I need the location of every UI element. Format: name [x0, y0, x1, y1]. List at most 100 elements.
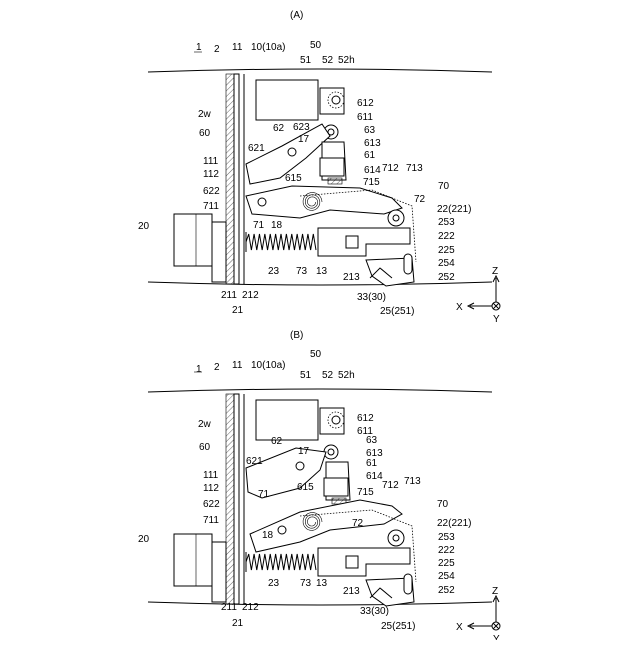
label-n622: 622	[203, 499, 220, 510]
label-n11: 11	[232, 42, 243, 53]
label-n11: 11	[232, 360, 243, 371]
label-n711: 711	[203, 201, 219, 212]
label-n63: 63	[366, 435, 378, 446]
rotor-22	[388, 210, 404, 226]
label-n10: 10(10a)	[251, 42, 285, 53]
axis-z-label: Z	[492, 586, 498, 597]
label-n1: 1	[196, 42, 202, 53]
label-n112: 112	[203, 483, 219, 494]
label-n73: 73	[300, 578, 312, 589]
label-n614: 614	[366, 471, 383, 482]
label-n20: 20	[138, 534, 150, 545]
frame-211	[212, 542, 226, 602]
label-n112: 112	[203, 169, 219, 180]
panel-caption: (A)	[290, 10, 303, 21]
label-n2: 2	[214, 44, 220, 55]
wall-plate-11	[234, 394, 239, 604]
label-n33-30: 33(30)	[357, 292, 386, 303]
motor-51	[256, 80, 318, 120]
label-n614: 614	[364, 165, 381, 176]
lock-lever-71	[246, 186, 402, 218]
label-n52h: 52h	[338, 370, 355, 381]
label-n18: 18	[271, 220, 283, 231]
label-n621: 621	[246, 456, 263, 467]
label-n713: 713	[404, 476, 421, 487]
label-n225: 225	[438, 558, 455, 569]
label-n611: 611	[357, 112, 373, 123]
label-n23: 23	[268, 266, 280, 277]
label-n21: 21	[232, 305, 244, 316]
label-n72: 72	[414, 194, 426, 205]
label-n213: 213	[343, 272, 360, 283]
label-n60: 60	[199, 128, 211, 139]
label-n61: 61	[364, 150, 376, 161]
label-n252: 252	[438, 585, 455, 596]
block-614	[320, 158, 344, 176]
label-n13: 13	[316, 266, 328, 277]
label-n2w: 2w	[198, 419, 212, 430]
axis-x-label: X	[456, 302, 463, 313]
label-n72: 72	[352, 518, 364, 529]
wall-plate-11	[234, 74, 239, 284]
wall-plate-2	[226, 394, 234, 604]
label-n71: 71	[258, 489, 270, 500]
axis-y-label: Y	[493, 634, 500, 640]
label-n51: 51	[300, 370, 312, 381]
label-n22-221: 22(221)	[437, 204, 471, 215]
label-n711: 711	[203, 515, 219, 526]
label-n623: 623	[293, 122, 310, 133]
label-n52: 52	[322, 370, 334, 381]
label-n615: 615	[297, 482, 314, 493]
axis-z-label: Z	[492, 266, 498, 277]
housing-top-edge	[148, 389, 492, 392]
label-n2w: 2w	[198, 109, 212, 120]
label-n621: 621	[248, 143, 265, 154]
plunger-222	[318, 548, 410, 576]
label-n713: 713	[406, 163, 423, 174]
label-n1: 1	[196, 364, 202, 375]
label-n613: 613	[364, 138, 381, 149]
axis-x-label: X	[456, 622, 463, 633]
label-n13: 13	[316, 578, 328, 589]
label-n212: 212	[242, 602, 259, 613]
label-n25-251: 25(251)	[381, 621, 415, 632]
panel-caption: (B)	[290, 330, 303, 341]
label-n62: 62	[273, 123, 285, 134]
compression-spring-23	[246, 234, 316, 250]
worm-63-hub	[328, 449, 334, 455]
label-n52h: 52h	[338, 55, 355, 66]
label-n51: 51	[300, 55, 312, 66]
frame-211	[212, 222, 226, 282]
label-n17: 17	[298, 446, 310, 457]
label-n111: 111	[203, 470, 219, 481]
label-n222: 222	[438, 231, 455, 242]
label-n254: 254	[438, 571, 455, 582]
label-n17: 17	[298, 134, 310, 145]
label-n211: 211	[221, 602, 237, 613]
label-n612: 612	[357, 98, 374, 109]
label-n10: 10(10a)	[251, 360, 285, 371]
label-n225: 225	[438, 245, 455, 256]
label-n71: 71	[253, 220, 265, 231]
label-n212: 212	[242, 290, 259, 301]
panel-a: (A)121110(10a)50515252h6126112w623636062…	[138, 10, 500, 325]
label-n211: 211	[221, 290, 237, 301]
wall-plate-2	[226, 74, 234, 284]
connector-20	[174, 214, 212, 266]
label-n63: 63	[364, 125, 376, 136]
label-n73: 73	[296, 266, 308, 277]
label-n50: 50	[310, 349, 322, 360]
label-n60: 60	[199, 442, 211, 453]
label-n20: 20	[138, 221, 150, 232]
label-n222: 222	[438, 545, 455, 556]
axis-y-label: Y	[493, 314, 500, 325]
label-n615: 615	[285, 173, 302, 184]
label-n253: 253	[438, 532, 455, 543]
housing-bottom-edge	[148, 602, 492, 605]
label-n23: 23	[268, 578, 280, 589]
label-n22-221: 22(221)	[437, 518, 471, 529]
label-n21: 21	[232, 618, 244, 629]
label-n213: 213	[343, 586, 360, 597]
